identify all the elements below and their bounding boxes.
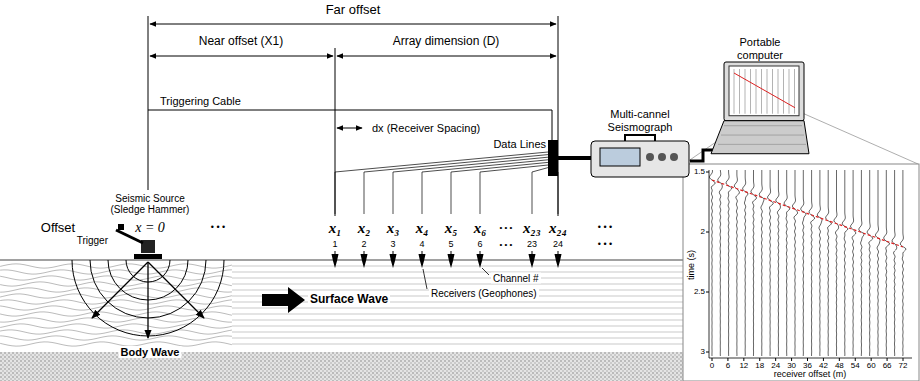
- seismogram: [706, 170, 912, 361]
- ellipsis: • • •: [598, 223, 612, 233]
- axis-title: receiver offset (m): [774, 370, 846, 380]
- laptop: [710, 61, 810, 156]
- ellipsis: • • •: [211, 223, 225, 233]
- ellipsis: • • •: [500, 241, 513, 250]
- surface-wave-arrow: [262, 287, 305, 313]
- wave-label: Surface Wave: [308, 293, 390, 306]
- tick-label: 1.5: [694, 168, 705, 177]
- offset-symbol: x₃: [387, 220, 400, 237]
- offset-symbol: x₁: [329, 220, 342, 237]
- channel-number: 5: [448, 240, 453, 250]
- wave-label: Body Wave: [119, 346, 182, 358]
- ellipsis: • • •: [500, 224, 513, 233]
- tick-label: 12: [739, 362, 748, 371]
- tick-label: 66: [883, 362, 892, 371]
- trigger-cable: [148, 110, 552, 140]
- ground-surface: [0, 259, 683, 260]
- tick-label: 0: [710, 362, 714, 371]
- offset-symbol: x = 0: [135, 220, 165, 235]
- tick-label: 54: [851, 362, 860, 371]
- tick-label: 2: [701, 228, 705, 237]
- source-label: Seismic Source (Sledge Hammer): [100, 193, 200, 215]
- seismograph: Multi-cannel Seismograph: [590, 108, 690, 179]
- portable-computer: Portable computer: [710, 36, 810, 156]
- offset-symbol: x₂₄: [549, 220, 567, 237]
- dimension-label: Array dimension (D): [393, 35, 500, 48]
- main-cable: [558, 156, 591, 160]
- cable-label: Triggering Cable: [160, 95, 241, 107]
- spacing-label: dx (Receiver Spacing): [372, 122, 480, 134]
- tick-label: 3: [701, 348, 705, 357]
- offset-symbol: x₂: [358, 220, 371, 237]
- seismograph-unit: [590, 133, 690, 179]
- channel-label: Channel #: [491, 273, 541, 284]
- data-lines: [335, 152, 558, 214]
- ellipsis: • • •: [598, 240, 612, 250]
- offset-symbol: x₅: [445, 220, 458, 237]
- cable-connector: [548, 140, 558, 176]
- tick-label: 6: [726, 362, 730, 371]
- geophones: [332, 251, 562, 268]
- offset-symbol: x₆: [474, 220, 487, 237]
- dimension-lines: [148, 16, 558, 216]
- tick-label: 2.5: [694, 288, 705, 297]
- cable-label: Data Lines: [493, 138, 546, 150]
- leader-lines: [423, 268, 489, 289]
- tick-label: 18: [755, 362, 764, 371]
- channel-number: 4: [419, 240, 424, 250]
- bedrock-band: [0, 352, 683, 381]
- device-label: Portable computer: [729, 36, 791, 61]
- channel-number: 24: [553, 240, 563, 250]
- tick-label: 60: [867, 362, 876, 371]
- body-wave-arrows: [92, 262, 204, 338]
- dimension-label: Near offset (X1): [199, 35, 283, 48]
- offset-symbol: x₂₃: [523, 220, 541, 237]
- channel-number: 3: [390, 240, 395, 250]
- receiver-label: Receivers (Geophones): [429, 288, 539, 299]
- trigger-label: Trigger: [77, 235, 108, 246]
- channel-number: 23: [527, 240, 537, 250]
- channel-number: 2: [361, 240, 366, 250]
- channel-number: 1: [332, 240, 337, 250]
- axis-title: Offset: [41, 221, 75, 235]
- inset-panel: [683, 164, 919, 381]
- offset-symbol: x₄: [416, 220, 429, 237]
- channel-number: 6: [477, 240, 482, 250]
- device-label: Multi-cannel Seismograph: [590, 108, 690, 133]
- axis-title: time (s): [687, 250, 697, 280]
- dimension-label: Far offset: [326, 3, 381, 17]
- tick-label: 72: [899, 362, 908, 371]
- soil-layers: [0, 264, 683, 346]
